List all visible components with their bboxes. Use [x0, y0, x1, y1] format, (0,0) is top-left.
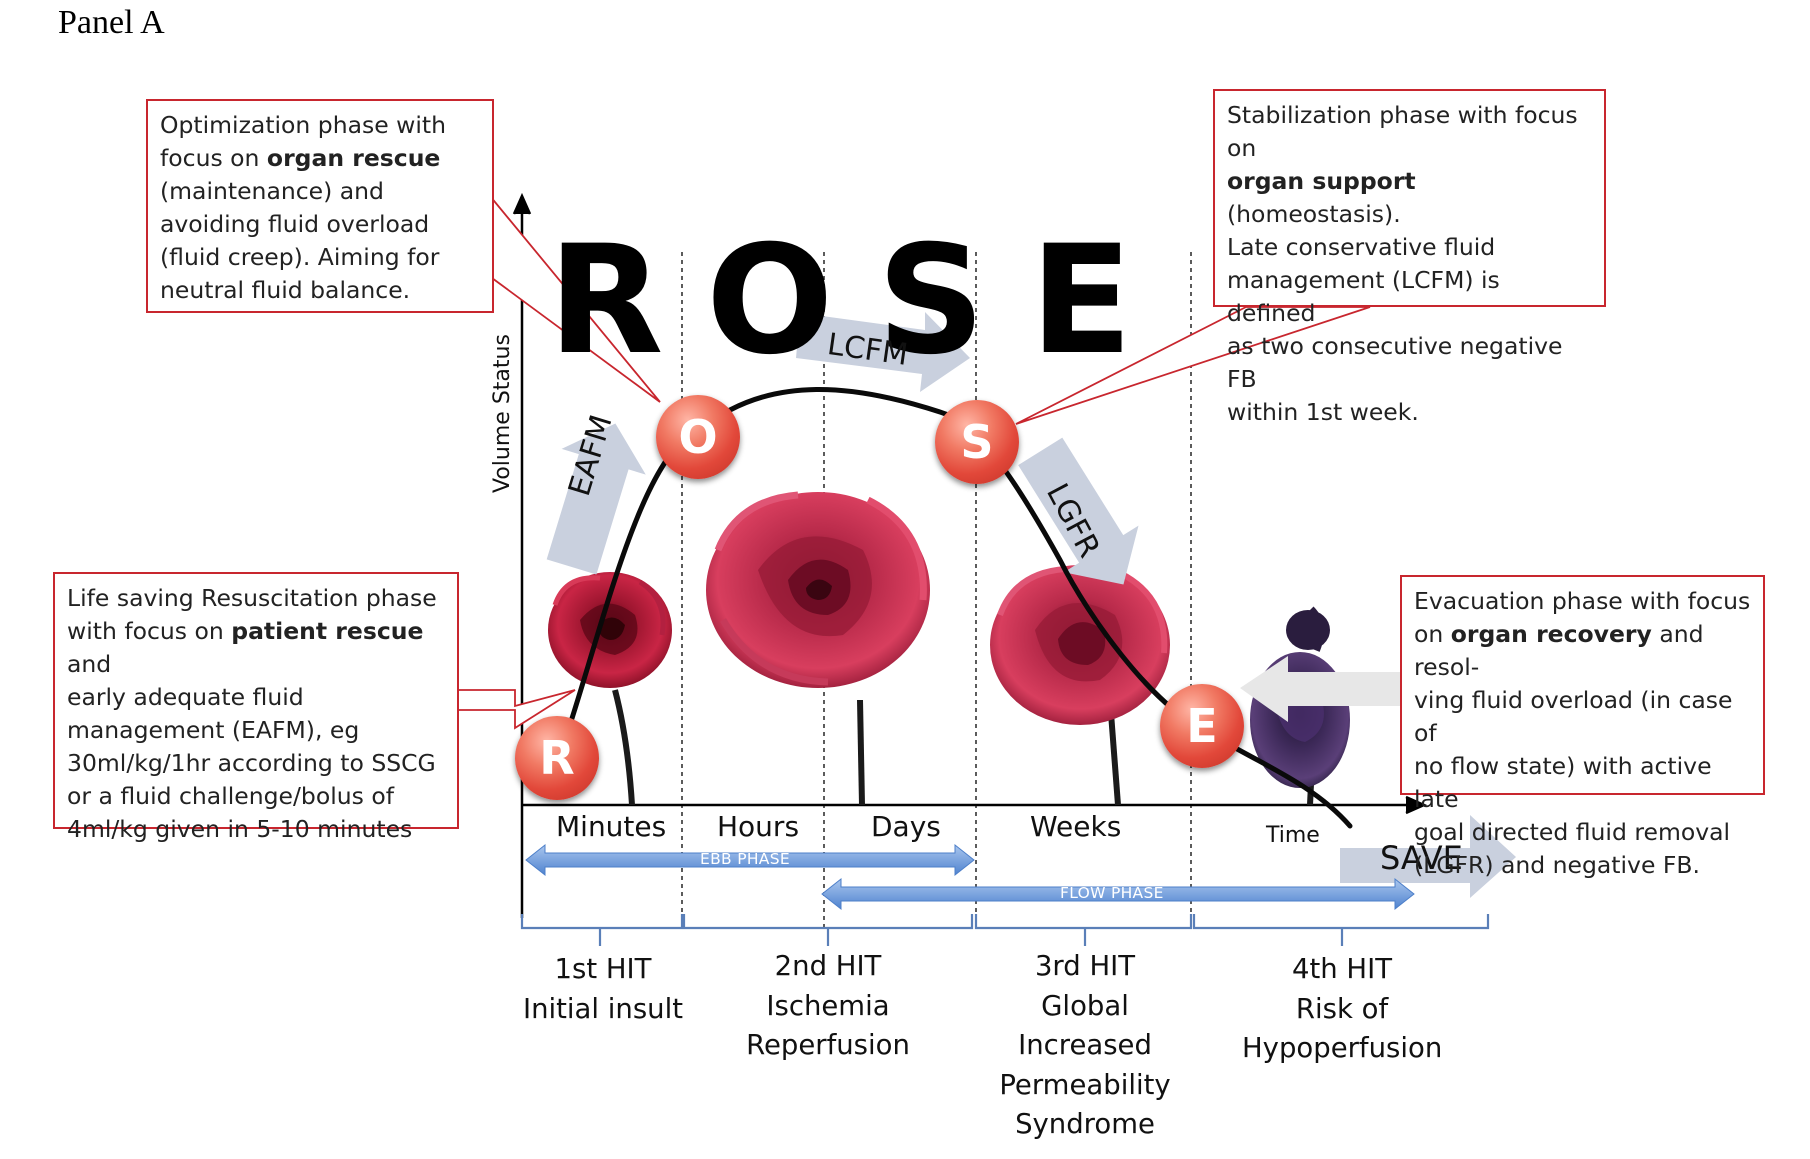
hit-3-title: 3rd HIT	[1034, 950, 1136, 982]
hit-2-desc-1: Ischemia	[766, 989, 890, 1022]
hit-1: 1st HIT Initial insult	[503, 950, 703, 1029]
y-axis-arrowhead	[512, 192, 532, 215]
pointer-resuscitation	[455, 689, 576, 730]
ebb-phase-label: EBB PHASE	[700, 850, 790, 868]
hit-3: 3rd HIT Global Increased Permeability Sy…	[985, 947, 1185, 1145]
y-axis-label: Volume Status	[490, 334, 515, 493]
callout-pointers	[455, 193, 1371, 730]
time-hours: Hours	[717, 810, 800, 843]
hit-4-title: 4th HIT	[1291, 953, 1393, 985]
acronym-r: R	[548, 214, 664, 388]
bracket-4	[1192, 914, 1490, 946]
time-minutes: Minutes	[556, 810, 667, 843]
phase-circle-e: E	[1160, 684, 1244, 768]
axes	[512, 192, 1428, 918]
hit-3-desc-2: Increased	[1018, 1029, 1152, 1061]
time-days: Days	[871, 810, 941, 843]
x-axis-arrowhead	[1405, 795, 1428, 815]
resuscitation-callout: Life saving Resuscitation phase with foc…	[53, 572, 459, 843]
ebb-phase-arrow	[525, 843, 975, 877]
hit-4: 4th HIT Risk of Hypoperfusion	[1242, 950, 1442, 1069]
phase-circle-o: O	[656, 395, 740, 479]
acronym-o: O	[706, 214, 834, 388]
hit-3-desc-3: Permeability	[999, 1068, 1171, 1101]
lgfr-arrow	[1018, 437, 1139, 585]
bracket-1	[520, 914, 684, 946]
optimization-callout: Optimization phase with focus on organ r…	[146, 99, 494, 313]
flow-phase-label: FLOW PHASE	[1060, 884, 1164, 902]
hit-3-desc-4: Syndrome	[1015, 1108, 1155, 1140]
x-axis-label: Time	[1266, 823, 1320, 848]
bracket-3	[974, 914, 1193, 946]
acronym-e: E	[1030, 214, 1133, 388]
hit-1-desc: Initial insult	[522, 992, 684, 1025]
hit-3-desc-1: Global	[1041, 989, 1129, 1022]
hit-2-desc-2: Reperfusion	[746, 1029, 910, 1061]
hit-2: 2nd HIT Ischemia Reperfusion	[728, 947, 928, 1066]
hit-4-desc-2: Hypoperfusion	[1242, 1032, 1443, 1064]
eafm-arrow	[546, 423, 646, 575]
rose-3	[990, 565, 1170, 725]
panel-title: Panel A	[58, 4, 165, 41]
hit-1-title: 1st HIT	[554, 953, 652, 985]
rose-1	[548, 572, 672, 688]
acronym-s: S	[877, 214, 986, 388]
lcfm-arrow	[796, 312, 970, 392]
stem-1	[612, 689, 635, 806]
phase-circle-r: R	[515, 716, 599, 800]
bracket-2	[682, 914, 974, 946]
hit-4-desc-1: Risk of	[1295, 992, 1389, 1025]
evacuation-callout: Evacuation phase with focus on organ rec…	[1400, 575, 1765, 879]
save-arrow	[1340, 815, 1516, 898]
evac-arrow	[1240, 656, 1412, 722]
hit-brackets	[520, 914, 1490, 946]
save-label: SAVE	[1380, 839, 1463, 877]
stem-2	[857, 699, 865, 806]
time-weeks: Weeks	[1030, 810, 1122, 843]
phase-circle-s: S	[935, 400, 1019, 484]
flow-phase-arrow	[821, 877, 1415, 911]
hit-2-title: 2nd HIT	[774, 950, 882, 982]
pointer-stabilization	[1015, 306, 1371, 425]
stabilization-callout: Stabilization phase with focus on organ …	[1213, 89, 1606, 426]
rose-2	[706, 491, 930, 688]
